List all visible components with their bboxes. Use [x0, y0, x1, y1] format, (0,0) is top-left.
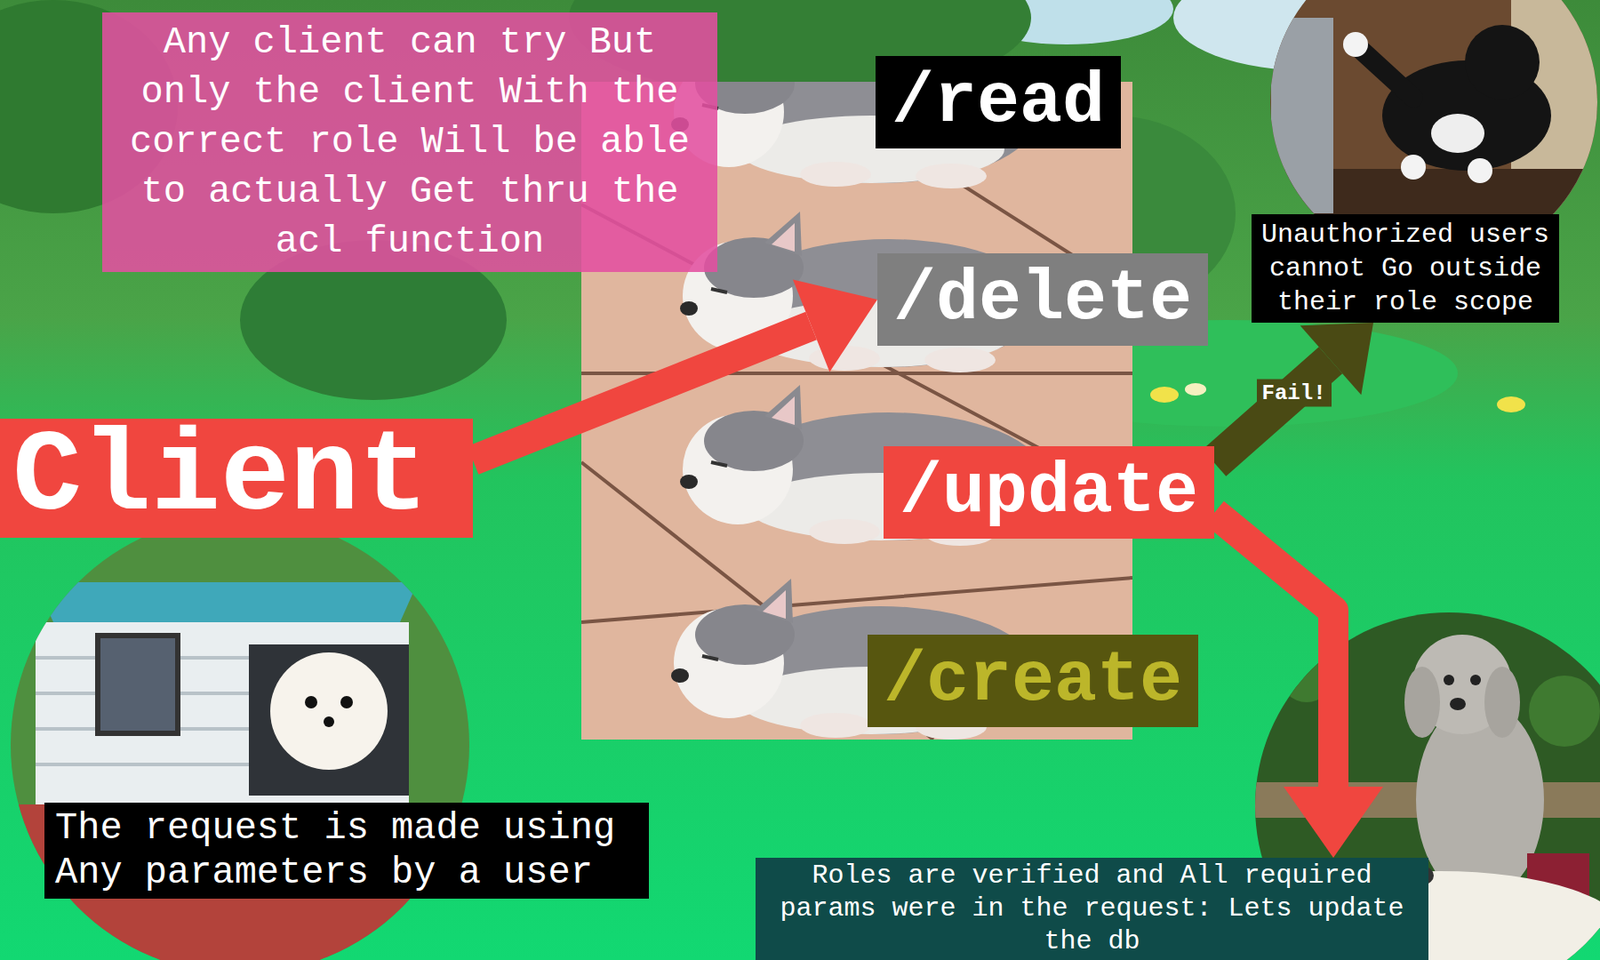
- note-box: The request is made using Any parameters…: [44, 802, 649, 899]
- hedge-leaves: [1528, 675, 1600, 747]
- block-arrow: [472, 280, 878, 461]
- node-text: Any client can try But only the client W…: [112, 17, 707, 267]
- poodle-eye: [1470, 674, 1481, 686]
- endpoint-box: /delete: [877, 253, 1208, 346]
- cat-paw: [1400, 154, 1426, 180]
- edge-label: Fail!: [1256, 378, 1332, 407]
- node-text: /create: [883, 638, 1183, 724]
- note-box: Unauthorized users cannot Go outside the…: [1251, 214, 1560, 323]
- node-text: /update: [899, 449, 1199, 536]
- note-box: Any client can try But only the client W…: [102, 12, 718, 272]
- flower: [1496, 396, 1526, 413]
- node-text: The request is made using Any parameters…: [55, 806, 639, 896]
- cat-head: [1464, 24, 1540, 100]
- front-window: [248, 644, 409, 796]
- arrow-head: [1283, 786, 1384, 858]
- endpoint-box: /read: [875, 56, 1121, 149]
- truck-roof: [35, 582, 418, 623]
- arrow-shaft: [1214, 360, 1331, 463]
- note-box: Roles are verified and All required para…: [755, 857, 1429, 960]
- flower: [1184, 383, 1207, 396]
- dog-nose: [323, 716, 335, 728]
- door-window: [97, 635, 178, 734]
- dog-eye: [340, 696, 353, 709]
- node-text: /delete: [893, 256, 1192, 343]
- arrow-shaft: [472, 326, 812, 461]
- poodle-ear: [1484, 666, 1520, 738]
- block-arrow: [1214, 512, 1384, 858]
- cat-leg: [1360, 48, 1414, 98]
- flower: [1150, 386, 1179, 403]
- cat-paw: [1467, 158, 1493, 184]
- node-text: /read: [891, 59, 1105, 145]
- node-text: Unauthorized users cannot Go outside the…: [1258, 217, 1552, 320]
- truck-siding: [35, 622, 409, 809]
- poodle-nose: [1449, 697, 1466, 711]
- poodle-ear: [1404, 666, 1440, 738]
- arrow-head: [792, 280, 878, 373]
- arrow-shaft: [1214, 512, 1334, 787]
- node-text: Roles are verified and All required para…: [762, 859, 1422, 959]
- dog-eye: [304, 696, 318, 709]
- cat-paw: [1343, 32, 1368, 57]
- client-box: Client: [0, 418, 473, 538]
- endpoint-box: /create: [867, 634, 1199, 728]
- cat-chest: [1431, 113, 1485, 153]
- poodle-eye: [1443, 674, 1455, 686]
- node-text: Client: [12, 418, 429, 538]
- fluffy-dog: [270, 652, 388, 770]
- endpoint-box: /update: [883, 446, 1215, 539]
- laptop: [1271, 17, 1334, 214]
- block-arrow: [1214, 322, 1374, 464]
